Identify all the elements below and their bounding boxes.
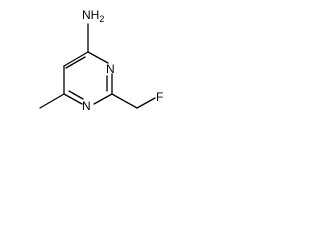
ring-n-upper-label: N xyxy=(106,62,115,76)
molecule-structure-diagram: NH2 N N F xyxy=(39,8,163,113)
amine-label: NH2 xyxy=(82,8,104,24)
bond-c2-ch2 xyxy=(111,93,138,109)
bonds xyxy=(39,23,156,109)
bond-ch2-f xyxy=(136,97,156,109)
amine-h-count: 2 xyxy=(99,14,104,24)
fluorine-label: F xyxy=(156,90,163,104)
amine-h-label: H xyxy=(91,8,100,22)
bond-c6-n1 xyxy=(63,93,83,105)
bond-c6-n1-double xyxy=(68,90,84,100)
bond-c4-n3 xyxy=(87,51,109,64)
bond-c4-c5-double xyxy=(65,56,86,69)
bond-n1-c2 xyxy=(93,93,113,105)
bond-c6-methyl xyxy=(39,93,65,109)
amine-n-label: N xyxy=(82,8,91,22)
bond-c4-c5 xyxy=(63,51,89,67)
atom-labels: NH2 N N F xyxy=(82,8,163,113)
ring-n-lower-label: N xyxy=(82,99,91,113)
